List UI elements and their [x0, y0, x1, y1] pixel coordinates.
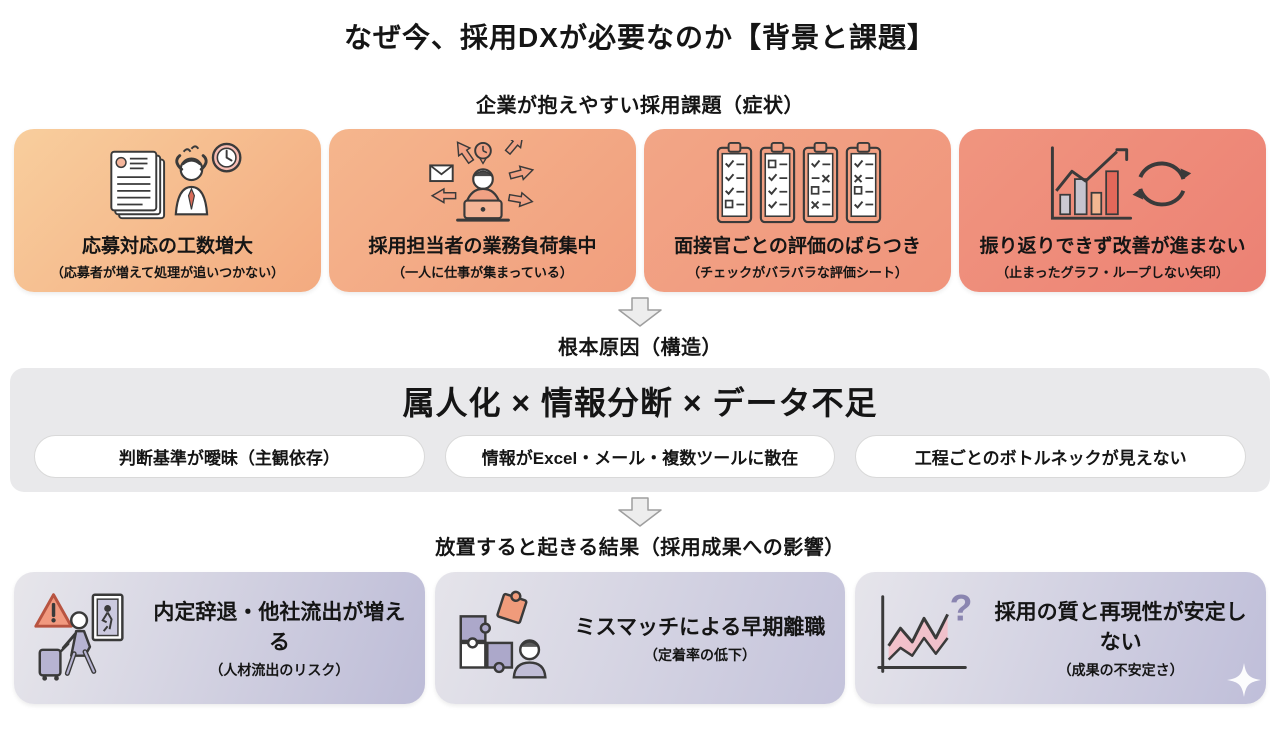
mail-icon	[428, 164, 454, 183]
consequences-heading: 放置すると起きる結果（採用成果への影響）	[435, 537, 845, 559]
leaving-person-icon	[38, 611, 97, 681]
stalled-bar-chart-icon	[1050, 146, 1132, 220]
card-title: 振り返りできず改善が進まない	[979, 236, 1246, 257]
person-laptop-radiating-arrows-icon	[428, 140, 535, 222]
consequence-cards-row: 内定辞退・他社流出が増える （人材流出のリスク）	[0, 572, 1280, 704]
icon-area	[329, 137, 636, 229]
consequence-card-offer-declines: 内定辞退・他社流出が増える （人材流出のリスク）	[14, 572, 425, 704]
detached-puzzle-piece-icon	[495, 590, 528, 625]
clock-icon	[211, 142, 241, 173]
bar-chart-loop-arrows-icon	[1050, 146, 1191, 220]
symptom-card-workload-concentration: 採用担当者の業務負荷集中 （一人に仕事が集まっている）	[329, 129, 636, 292]
card-subtitle: （成果の不安定さ）	[1057, 662, 1184, 678]
card-text: ミスマッチによる早期離職 （定着率の低下）	[565, 611, 846, 665]
card-subtitle: （定着率の低下）	[644, 647, 756, 663]
resume-stack-overwhelmed-person-clock-icon	[109, 142, 241, 220]
symptom-card-no-improvement: 振り返りできず改善が進まない （止まったグラフ・ループしない矢印）	[959, 129, 1266, 292]
sparkle-icon	[1227, 663, 1262, 697]
clipboard-icon	[716, 141, 881, 224]
symptom-card-evaluation-variance: 面接官ごとの評価のばらつき （チェックがバラバラな評価シート）	[644, 129, 951, 292]
card-subtitle: （人材流出のリスク）	[209, 662, 350, 678]
person-icon	[512, 639, 547, 679]
card-subtitle: （応募者が増えて処理が追いつかない）	[50, 265, 285, 280]
exit-door-icon	[91, 593, 124, 642]
icon-area	[14, 137, 321, 229]
icon-area	[959, 137, 1266, 229]
resume-stack-icon	[109, 150, 165, 220]
symptom-cards-row: 応募対応の工数増大 （応募者が増えて処理が追いつかない）	[0, 129, 1280, 292]
card-subtitle: （一人に仕事が集まっている）	[392, 265, 573, 280]
card-title: 応募対応の工数増大	[81, 236, 253, 257]
card-text: 内定辞退・他社流出が増える （人材流出のリスク）	[144, 596, 425, 680]
clock-balloon-icon	[473, 141, 492, 165]
infographic-canvas: なぜ今、採用DXが必要なのか【背景と課題】 企業が抱えやすい採用課題（症状）	[0, 16, 1280, 736]
consequence-card-early-turnover: ミスマッチによる早期離職 （定着率の低下）	[434, 572, 846, 704]
person-leaving-exit-warning-icon	[34, 593, 124, 681]
page-title: なぜ今、採用DXが必要なのか【背景と課題】	[344, 22, 936, 53]
card-text: 採用の質と再現性が安定しない （成果の不安定さ）	[985, 596, 1266, 680]
symptoms-heading: 企業が抱えやすい採用課題（症状）	[476, 95, 804, 117]
down-arrow	[0, 297, 1280, 327]
consequence-card-unstable-quality: ? 採用の質と再現性が安定しない （成果の不安定さ）	[855, 572, 1267, 704]
puzzle-pieces-icon	[459, 590, 528, 674]
down-arrow	[0, 497, 1280, 527]
root-cause-pill: 判断基準が曖昧（主観依存）	[34, 435, 425, 478]
warning-triangle-icon	[34, 593, 73, 628]
icon-area	[644, 137, 951, 229]
root-cause-heading: 根本原因（構造）	[558, 337, 722, 359]
root-cause-pill: 工程ごとのボトルネックが見えない	[855, 435, 1247, 478]
root-cause-box: 属人化 × 情報分断 × データ不足 判断基準が曖昧（主観依存） 情報がExce…	[10, 368, 1270, 492]
card-subtitle: （止まったグラフ・ループしない矢印）	[996, 265, 1229, 280]
card-title: 内定辞退・他社流出が増える	[153, 601, 406, 654]
person-at-laptop-icon	[455, 168, 510, 222]
root-cause-main-text: 属人化 × 情報分断 × データ不足	[402, 385, 878, 421]
card-title: 採用担当者の業務負荷集中	[368, 236, 597, 257]
card-title: ミスマッチによる早期離職	[574, 616, 826, 639]
unstable-chart-question-icon: ?	[877, 586, 973, 673]
card-title: 採用の質と再現性が安定しない	[994, 601, 1247, 654]
symptom-card-applicant-overload: 応募対応の工数増大 （応募者が増えて処理が追いつかない）	[14, 129, 321, 292]
four-clipboards-checklists-icon	[716, 141, 881, 224]
card-subtitle: （チェックがバラバラな評価シート）	[687, 265, 908, 280]
volatile-line-chart-icon	[877, 595, 968, 673]
mismatched-puzzle-person-icon	[459, 590, 547, 679]
root-cause-pill: 情報がExcel・メール・複数ツールに散在	[444, 435, 836, 478]
question-mark-icon: ?	[950, 586, 973, 628]
loop-arrows-icon	[1132, 161, 1191, 207]
overwhelmed-person-icon	[174, 145, 208, 216]
root-cause-pill-row: 判断基準が曖昧（主観依存） 情報がExcel・メール・複数ツールに散在 工程ごと…	[34, 435, 1247, 478]
card-title: 面接官ごとの評価のばらつき	[674, 236, 921, 257]
